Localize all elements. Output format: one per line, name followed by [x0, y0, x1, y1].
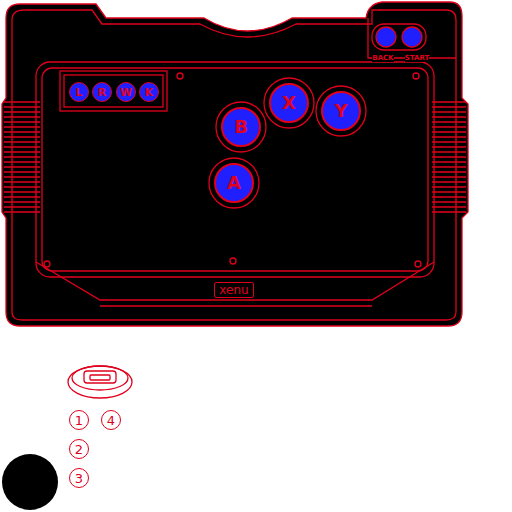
small-button: W [116, 82, 136, 102]
button-letter: R [98, 87, 106, 98]
small-button: K [139, 82, 159, 102]
callout-number: 2 [69, 439, 89, 459]
button-label: BACK [372, 55, 393, 62]
black-dot [2, 454, 58, 510]
button-label: START [405, 55, 430, 62]
button-letter: W [120, 87, 132, 98]
action-button: B [221, 107, 261, 147]
button-letter: B [234, 118, 248, 136]
small-button: L [69, 82, 89, 102]
callout-number: 4 [101, 410, 121, 430]
small-button: R [92, 82, 112, 102]
button-letter: A [227, 174, 241, 192]
callout-number: 1 [69, 410, 89, 430]
action-button: Y [321, 91, 361, 131]
button-letter: L [75, 87, 82, 98]
button-letter: K [145, 87, 154, 98]
button-letter: Y [334, 102, 347, 120]
button-letter: 2 [75, 443, 83, 456]
button-letter: 4 [107, 414, 115, 427]
callout-number: 3 [69, 468, 89, 488]
button-letter: 3 [75, 472, 83, 485]
action-button: X [269, 83, 309, 123]
logo-text: xenu [219, 284, 248, 296]
button-letter: X [282, 94, 296, 112]
action-button: A [214, 163, 254, 203]
brand-logo: xenu [214, 282, 254, 298]
button-letter: 1 [75, 414, 83, 427]
